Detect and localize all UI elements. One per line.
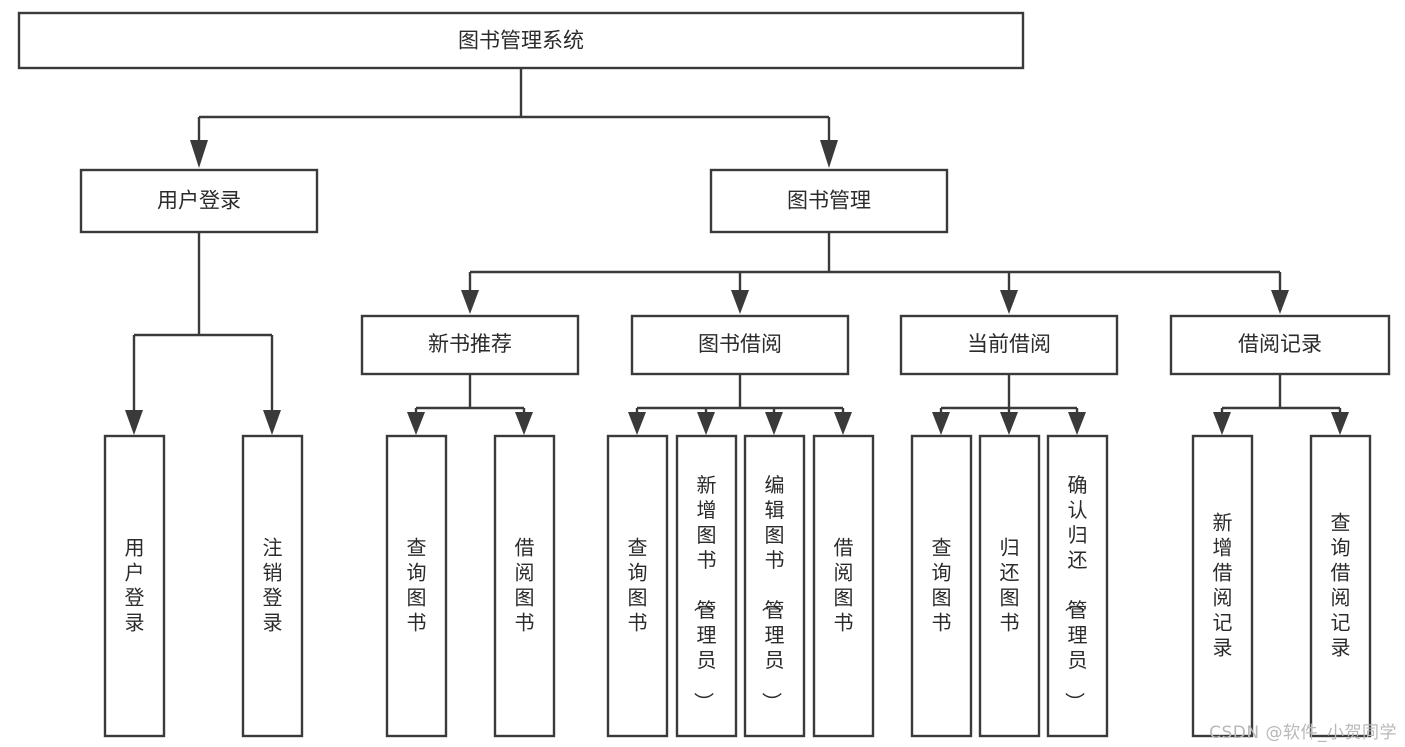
leaf-user-login-label: 用户登录 bbox=[125, 536, 145, 635]
node-new-book-recommend-box[interactable] bbox=[360, 314, 580, 376]
leaf-query-book-1-label: 查询图书 bbox=[407, 536, 427, 635]
node-new-book-recommend[interactable]: 新书推荐 bbox=[360, 314, 580, 376]
leaf-return-book-box[interactable] bbox=[978, 434, 1041, 738]
arrow-bb-leaf-2 bbox=[697, 412, 715, 435]
arrow-nbr-leaf-1 bbox=[407, 412, 425, 435]
node-current-borrow-label: 当前借阅 bbox=[967, 332, 1051, 356]
leaf-query-book-2-label: 查询图书 bbox=[628, 536, 648, 635]
leaf-query-book-1-box[interactable] bbox=[385, 434, 448, 738]
arrow-br-leaf-2 bbox=[1331, 412, 1349, 435]
arrow-cb-leaf-1 bbox=[932, 412, 950, 435]
arrow-bb-leaf-4 bbox=[834, 412, 852, 435]
node-borrow-record-label: 借阅记录 bbox=[1238, 332, 1322, 356]
node-user-login-label: 用户登录 bbox=[157, 189, 241, 213]
leaf-add-book-admin-label: 新增图书（管理员） bbox=[692, 473, 717, 712]
node-current-borrow-box[interactable] bbox=[899, 314, 1119, 376]
node-root-box[interactable] bbox=[17, 11, 1025, 70]
node-borrow-record[interactable]: 借阅记录 bbox=[1169, 314, 1391, 376]
leaf-edit-book-admin-label: 编辑图书（管理员） bbox=[760, 473, 785, 712]
node-book-borrow-box[interactable] bbox=[630, 314, 850, 376]
leaf-query-borrow-record-label: 查询借阅记录 bbox=[1331, 511, 1351, 660]
node-book-borrow[interactable]: 图书借阅 bbox=[630, 314, 850, 376]
arrow-bm-to-borrow-record bbox=[1271, 290, 1289, 314]
arrow-cb-leaf-3 bbox=[1068, 412, 1086, 435]
leaf-edit-book-admin-box[interactable] bbox=[743, 434, 806, 738]
connectors-group bbox=[125, 68, 1349, 435]
node-borrow-record-box[interactable] bbox=[1169, 314, 1391, 376]
node-user-login-box[interactable] bbox=[79, 168, 319, 234]
arrow-nbr-leaf-2 bbox=[515, 412, 533, 435]
leaf-add-borrow-record-box[interactable] bbox=[1191, 434, 1254, 738]
leaf-user-login-box[interactable] bbox=[103, 434, 166, 738]
leaf-confirm-return-admin-box[interactable] bbox=[1046, 434, 1109, 738]
leaf-labels-group: 用户登录 注销登录 查询图书 借阅图书 查询图书 新增图书（管理员） 编辑图书（… bbox=[125, 473, 1351, 712]
node-current-borrow[interactable]: 当前借阅 bbox=[899, 314, 1119, 376]
node-book-management-box[interactable] bbox=[709, 168, 949, 234]
leaf-add-borrow-record-label: 新增借阅记录 bbox=[1213, 511, 1233, 660]
leaf-boxes-group bbox=[103, 434, 1372, 738]
leaf-add-book-admin-box[interactable] bbox=[675, 434, 738, 738]
node-user-login[interactable]: 用户登录 bbox=[79, 168, 319, 234]
leaf-query-book-3-box[interactable] bbox=[910, 434, 973, 738]
arrow-bm-to-current-borrow bbox=[1000, 290, 1018, 314]
leaf-query-book-3-label: 查询图书 bbox=[932, 536, 952, 635]
node-root[interactable]: 图书管理系统 bbox=[17, 11, 1025, 70]
leaf-logout-login-label: 注销登录 bbox=[263, 536, 283, 635]
node-book-borrow-label: 图书借阅 bbox=[698, 332, 782, 356]
node-book-management[interactable]: 图书管理 bbox=[709, 168, 949, 234]
leaf-borrow-book-1-box[interactable] bbox=[493, 434, 556, 738]
leaf-borrow-book-2-label: 借阅图书 bbox=[834, 536, 854, 635]
leaf-borrow-book-2-box[interactable] bbox=[812, 434, 875, 738]
arrow-root-to-user-login bbox=[190, 140, 208, 168]
arrow-ul-leaf-1 bbox=[125, 410, 143, 435]
arrow-bb-leaf-3 bbox=[765, 412, 783, 435]
leaf-query-book-2-box[interactable] bbox=[606, 434, 669, 738]
leaf-confirm-return-admin-label: 确认归还（管理员） bbox=[1063, 473, 1088, 712]
arrow-bb-leaf-1 bbox=[628, 412, 646, 435]
leaf-borrow-book-1-label: 借阅图书 bbox=[515, 536, 535, 635]
arrow-ul-leaf-2 bbox=[263, 410, 281, 435]
arrow-br-leaf-1 bbox=[1213, 412, 1231, 435]
arrow-cb-leaf-2 bbox=[1000, 412, 1018, 435]
leaf-query-borrow-record-box[interactable] bbox=[1309, 434, 1372, 738]
arrow-bm-to-new-book bbox=[461, 290, 479, 314]
node-book-management-label: 图书管理 bbox=[787, 189, 871, 213]
arrow-bm-to-book-borrow bbox=[731, 290, 749, 314]
leaf-logout-login-box[interactable] bbox=[241, 434, 304, 738]
node-root-label: 图书管理系统 bbox=[458, 29, 584, 53]
node-new-book-recommend-label: 新书推荐 bbox=[428, 332, 512, 356]
leaf-return-book-label: 归还图书 bbox=[1000, 536, 1020, 635]
arrow-root-to-book-management bbox=[820, 140, 838, 168]
